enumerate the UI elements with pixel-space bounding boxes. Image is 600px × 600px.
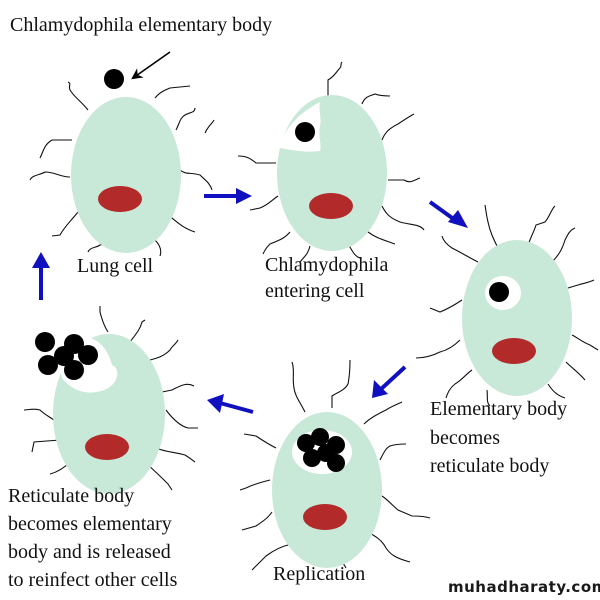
stage-label-release-line-1: Reticulate body <box>8 485 134 507</box>
cell-replication <box>239 359 431 571</box>
arrow-replication-to-release <box>207 394 254 414</box>
elementary-body <box>295 122 315 142</box>
nucleus <box>492 338 536 364</box>
watermark: muhadharaty.com <box>448 578 600 596</box>
cell-release <box>23 306 198 494</box>
stage-label-entering-line-1: Chlamydophila <box>265 254 388 276</box>
cell-body <box>462 240 572 396</box>
nucleus <box>85 434 129 460</box>
title-label: Chlamydophila elementary body <box>10 14 272 36</box>
arrow-eb-rb-to-replication <box>372 365 407 398</box>
released-elementary-bodies <box>35 332 98 380</box>
reticulate-body <box>489 282 509 302</box>
stage-label-eb-rb-line-3: reticulate body <box>430 455 549 477</box>
arrow-entering-to-eb-rb <box>428 200 468 228</box>
nucleus <box>98 186 142 212</box>
arrow-release-to-lung <box>32 252 50 300</box>
nucleus <box>309 193 353 219</box>
stage-label-release-line-3: body and is released <box>8 541 171 563</box>
replicating-bodies <box>297 428 345 472</box>
stage-label-eb-rb-line-2: becomes <box>430 427 500 449</box>
cell-eb-to-rb <box>415 204 599 407</box>
elementary-body <box>104 69 124 89</box>
cell-body <box>71 97 181 253</box>
stage-label-replication: Replication <box>273 563 365 585</box>
arrow-lung-to-entering <box>204 188 252 204</box>
cell-lung-cell <box>29 69 213 257</box>
stage-label-release-line-4: to reinfect other cells <box>8 569 178 591</box>
stage-label-release-line-2: becomes elementary <box>8 513 172 535</box>
cell-body <box>277 95 387 251</box>
pointer-arrow <box>131 51 171 80</box>
stage-label-entering-line-2: entering cell <box>265 280 365 302</box>
stage-label-eb-rb-line-1: Elementary body <box>430 398 567 420</box>
nucleus <box>303 504 347 530</box>
stage-label-lung-cell: Lung cell <box>77 255 154 277</box>
cell-entering <box>204 61 425 263</box>
